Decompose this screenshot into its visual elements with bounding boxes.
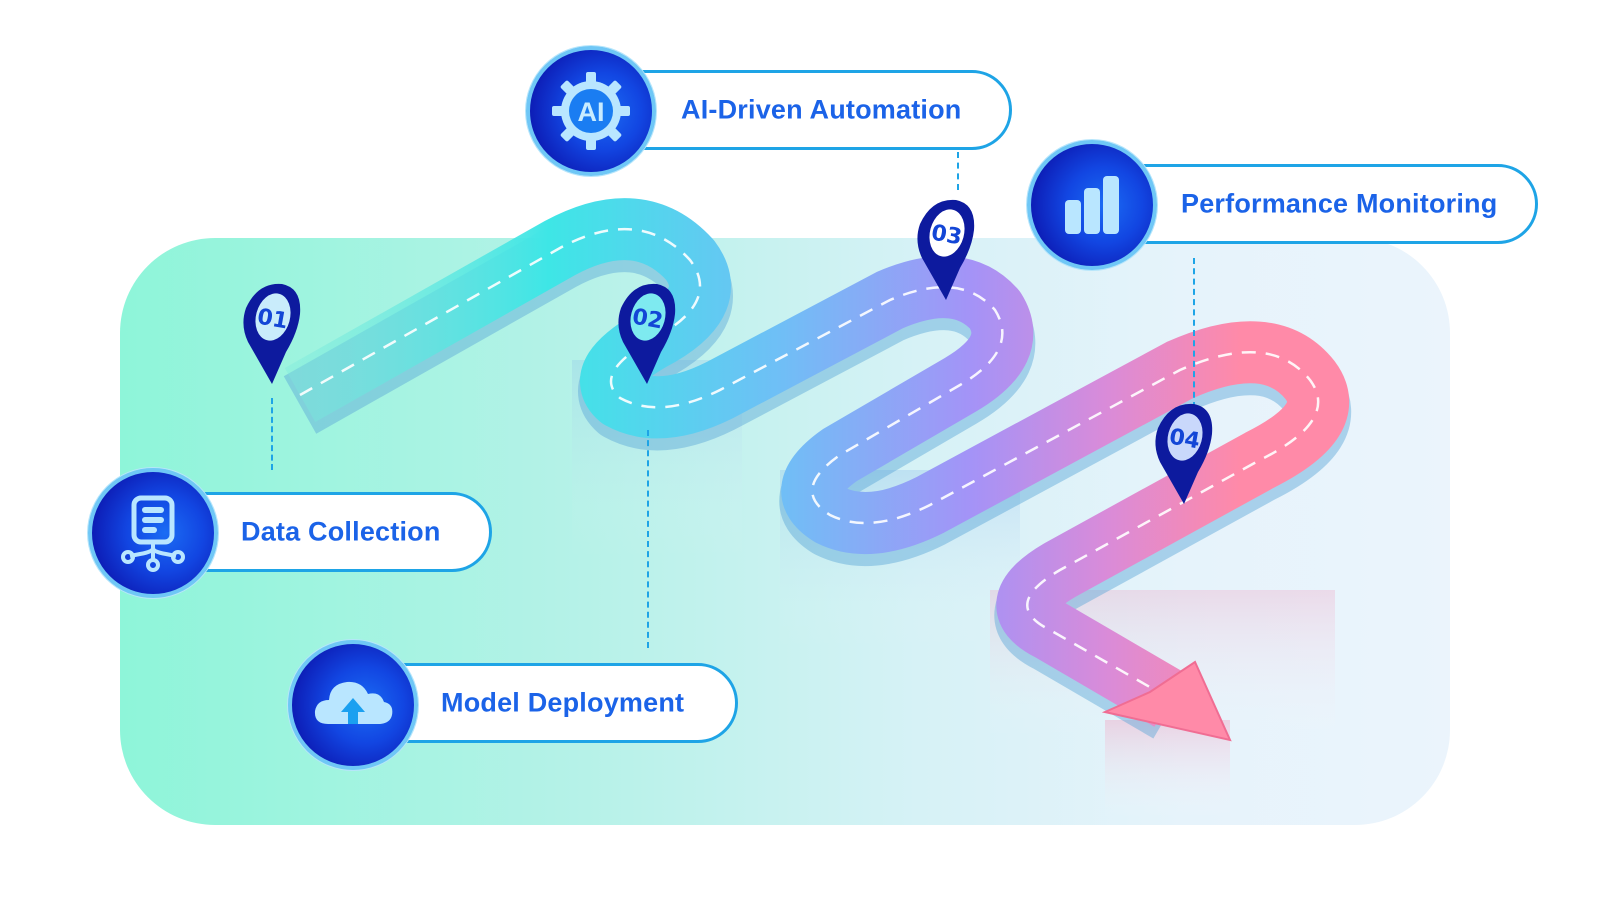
cloud-upload-icon: [314, 681, 393, 724]
step-label-data-collection: Data Collection: [241, 516, 441, 547]
connector-line-02: [647, 430, 649, 648]
step-badge-model-deployment: [288, 640, 418, 770]
connector-line-04: [1193, 258, 1195, 408]
ai-icon-text: AI: [578, 97, 605, 127]
step-badge-performance-monitoring: [1027, 140, 1157, 270]
step-card-ai-driven-automation: AI-Driven Automation: [590, 70, 1012, 150]
pin-number-04: 04: [1167, 424, 1202, 454]
step-label-ai-driven-automation: AI-Driven Automation: [681, 94, 962, 125]
step-label-model-deployment: Model Deployment: [441, 687, 685, 718]
ai-gear-icon: AI: [552, 72, 630, 150]
connector-line-03: [957, 152, 959, 190]
step-badge-data-collection: [88, 468, 218, 598]
pin-number-02: 02: [630, 304, 665, 334]
connector-line-01: [271, 398, 273, 470]
milestone-pin-04: 04: [1155, 403, 1213, 504]
milestone-pin-02: 02: [618, 283, 676, 384]
step-label-performance-monitoring: Performance Monitoring: [1181, 188, 1498, 219]
milestone-pin-03: 03: [917, 199, 975, 300]
pin-number-01: 01: [255, 304, 290, 334]
pin-number-03: 03: [929, 220, 964, 250]
step-card-performance-monitoring: Performance Monitoring: [1090, 164, 1538, 244]
road-wall: [1105, 720, 1230, 820]
road-arrow-head: [1101, 660, 1232, 742]
bar-chart-icon: [1065, 176, 1119, 234]
road-center-line: [299, 227, 1320, 712]
data-network-icon: [121, 495, 185, 572]
milestone-pin-01: 01: [243, 283, 301, 384]
step-badge-ai-driven-automation: AI: [526, 46, 656, 176]
